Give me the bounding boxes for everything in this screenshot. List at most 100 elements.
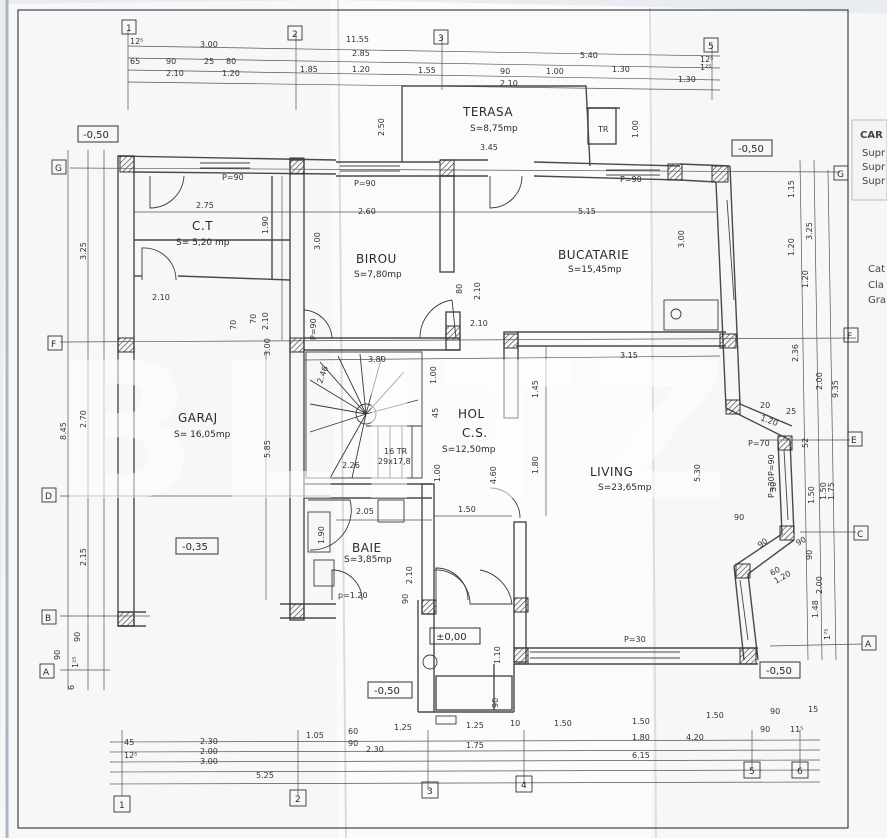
dim-label: 15 bbox=[808, 705, 818, 714]
dim-label: 2.85 bbox=[352, 49, 370, 58]
dim-label: 9.35 bbox=[831, 380, 840, 398]
dim-label: 90 bbox=[348, 739, 358, 748]
dim-label: 80 bbox=[226, 57, 236, 66]
structural-columns bbox=[117, 155, 795, 665]
dim-label: 1.80 bbox=[632, 733, 650, 742]
dim-label: 5.25 bbox=[256, 771, 274, 780]
axis-top-3: 3 bbox=[438, 34, 444, 44]
dim-label: 1⁷⁵ bbox=[823, 628, 832, 640]
axis-bottom-5: 5 bbox=[749, 767, 755, 777]
dim-label: 8.45 bbox=[59, 422, 68, 440]
dim-label: 2.00 bbox=[815, 576, 824, 594]
dim-label: 1.20 bbox=[801, 270, 810, 288]
axis-markers bbox=[39, 19, 877, 813]
level-bottom-right: -0,50 bbox=[766, 666, 792, 677]
axis-bottom-3: 3 bbox=[427, 787, 433, 797]
axis-bottom-6: 6 bbox=[797, 767, 803, 777]
dim-label: 2.10 bbox=[152, 293, 170, 302]
level-top-right: -0,50 bbox=[738, 144, 764, 155]
dim-label: 11.55 bbox=[346, 35, 369, 44]
dim-label: 1.00 bbox=[433, 464, 442, 482]
dim-label: 5.85 bbox=[263, 440, 272, 458]
room-hol-name2: C.S. bbox=[462, 426, 488, 440]
axis-left-d: D bbox=[45, 492, 52, 502]
axis-bottom-4: 4 bbox=[521, 781, 527, 791]
dim-label: 2.00 bbox=[200, 747, 218, 756]
axis-right-c: C bbox=[857, 530, 863, 540]
dim-label: 90 bbox=[734, 513, 744, 522]
dim-label: 1.45 bbox=[531, 380, 540, 398]
room-ct-area: S= 5,20 mp bbox=[176, 238, 230, 248]
room-labels: TERASA S=8,75mp C.T S= 5,20 mp BIROU S=7… bbox=[174, 105, 652, 565]
walls bbox=[117, 85, 795, 713]
dim-label: 5.15 bbox=[578, 207, 596, 216]
dim-label: 1.50 bbox=[807, 486, 816, 504]
side-info-panel: CAR Supr Supr Supr Cat Cla Gra bbox=[860, 130, 886, 306]
axis-top-5: 5 bbox=[708, 42, 714, 52]
dimensions-top: 12⁵ 3.00 11.55 2.85 5.40 12⁵ 65 90 25 80… bbox=[130, 35, 713, 88]
dim-label: 52 bbox=[801, 438, 810, 448]
dim-label: 3.45 bbox=[480, 143, 498, 152]
dim-label: 90 bbox=[401, 594, 410, 604]
dim-label: 5.30 bbox=[693, 464, 702, 482]
dim-label: 4.20 bbox=[686, 733, 704, 742]
axis-bottom-1: 1 bbox=[119, 801, 125, 811]
dim-label: 2.05 bbox=[356, 507, 374, 516]
doors bbox=[141, 175, 523, 605]
room-living-name: LIVING bbox=[590, 465, 633, 479]
dim-label: 2.10 bbox=[261, 312, 270, 330]
axis-bottom-2: 2 bbox=[295, 795, 301, 805]
level-garage: -0,35 bbox=[182, 542, 208, 553]
dim-label: P=90 bbox=[309, 318, 318, 340]
room-hol-name: HOL bbox=[458, 407, 485, 421]
dim-label: 90 bbox=[73, 632, 82, 642]
axis-right-f: F bbox=[847, 332, 852, 342]
dim-label: P=30 bbox=[767, 476, 776, 498]
dim-label: 2.10 bbox=[470, 319, 488, 328]
dim-label: 90 bbox=[770, 707, 780, 716]
dim-label: 3.80 bbox=[368, 355, 386, 364]
dim-label: 70 bbox=[229, 320, 238, 330]
dim-label: 4.60 bbox=[489, 466, 498, 484]
side-panel-line: Cat bbox=[868, 264, 885, 275]
axis-left-g: G bbox=[55, 164, 62, 174]
dim-label: 3.00 bbox=[313, 232, 322, 250]
dim-label: 2.30 bbox=[366, 745, 384, 754]
dim-label: 12⁵ bbox=[130, 37, 143, 46]
dim-label: 30 bbox=[769, 482, 778, 492]
room-hol-area: S=12,50mp bbox=[442, 445, 496, 455]
room-garaj-name: GARAJ bbox=[178, 411, 218, 425]
dim-label: 1.20 bbox=[352, 65, 370, 74]
dim-label: 3.25 bbox=[805, 222, 814, 240]
dim-label: 1.05 bbox=[306, 731, 324, 740]
dim-label: 6 bbox=[67, 685, 76, 690]
dim-label: p=1.20 bbox=[338, 591, 368, 600]
axis-top-2: 2 bbox=[292, 30, 298, 40]
axis-right-a: A bbox=[865, 640, 872, 650]
dim-label: 25 bbox=[204, 57, 214, 66]
dim-label: 1²⁵ bbox=[71, 656, 80, 668]
dimension-lines bbox=[59, 30, 863, 796]
dim-label: 3.00 bbox=[200, 40, 218, 49]
dim-label: 1.00 bbox=[631, 120, 640, 138]
dim-label: 2.75 bbox=[196, 201, 214, 210]
dim-label: TR bbox=[597, 125, 609, 134]
dim-label: 2.26 bbox=[342, 461, 360, 470]
level-markers: -0,50 -0,50 -0,35 ±0,00 -0,50 -0,50 bbox=[77, 125, 801, 699]
level-entry: ±0,00 bbox=[436, 632, 467, 643]
dim-label: 1.75 bbox=[466, 741, 484, 750]
dim-label: 20 bbox=[760, 401, 770, 410]
axis-right-g: G bbox=[837, 170, 844, 180]
room-garaj-area: S= 16,05mp bbox=[174, 430, 231, 440]
dim-label: 16 TR bbox=[384, 447, 408, 456]
room-ct-name: C.T bbox=[192, 219, 213, 233]
dim-label: 90 bbox=[795, 535, 808, 548]
dim-label: 2.10 bbox=[405, 566, 414, 584]
dim-label: 2.10 bbox=[473, 282, 482, 300]
axis-top-1: 1 bbox=[126, 24, 132, 34]
axis-left-a: A bbox=[43, 668, 50, 678]
side-panel-line: Cla bbox=[868, 280, 884, 291]
dim-label: 2.10 bbox=[166, 69, 184, 78]
dim-label: 1.20 bbox=[222, 69, 240, 78]
room-bucatarie-name: BUCATARIE bbox=[558, 248, 629, 262]
